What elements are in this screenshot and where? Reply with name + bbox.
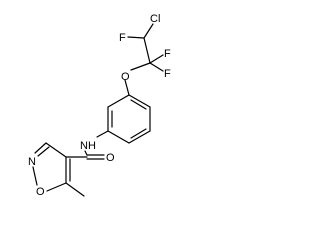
isox-c3-n-1 — [34, 142, 47, 154]
bond-cf2-o — [130, 62, 151, 71]
bond-cf2-f1 — [149, 54, 164, 64]
bond-cf2-chf — [143, 37, 151, 64]
atom-nh: NH — [80, 140, 96, 152]
ring-double-2 — [130, 128, 147, 139]
atom-f-cf2-1: F — [164, 48, 171, 60]
ring-bond-1 — [128, 94, 151, 108]
bond-cf2-f2 — [149, 62, 164, 72]
atom-cl: Cl — [150, 13, 160, 25]
bond-chf-cl — [143, 23, 154, 39]
isox-c4-c3 — [45, 142, 67, 158]
structure-diagram: Cl F F F O NH O N O — [28, 13, 171, 198]
bond-o-ring — [124, 79, 130, 96]
isox-o-c5 — [46, 182, 67, 192]
bond-ring-nh — [96, 130, 109, 138]
atom-o-ring: O — [36, 186, 45, 198]
ring-bond-3 — [128, 130, 151, 144]
ring-bond-6 — [107, 94, 130, 108]
atom-o-carbonyl: O — [106, 152, 115, 164]
isox-n-o — [32, 166, 38, 186]
bond-nh-c — [84, 150, 88, 156]
molecule-drawing: Cl F F F O NH O N O — [28, 13, 171, 198]
atom-n-ring: N — [28, 156, 36, 168]
bond-c5-methyl — [65, 182, 85, 197]
isox-c3-n-2 — [37, 146, 50, 157]
atom-f-chf: F — [119, 32, 126, 44]
ring-double-1 — [130, 99, 147, 110]
atom-f-cf2-2: F — [164, 68, 171, 80]
atom-o-ether: O — [121, 71, 130, 83]
ring-bond-4 — [107, 130, 130, 144]
bond-chf-f — [127, 36, 145, 39]
